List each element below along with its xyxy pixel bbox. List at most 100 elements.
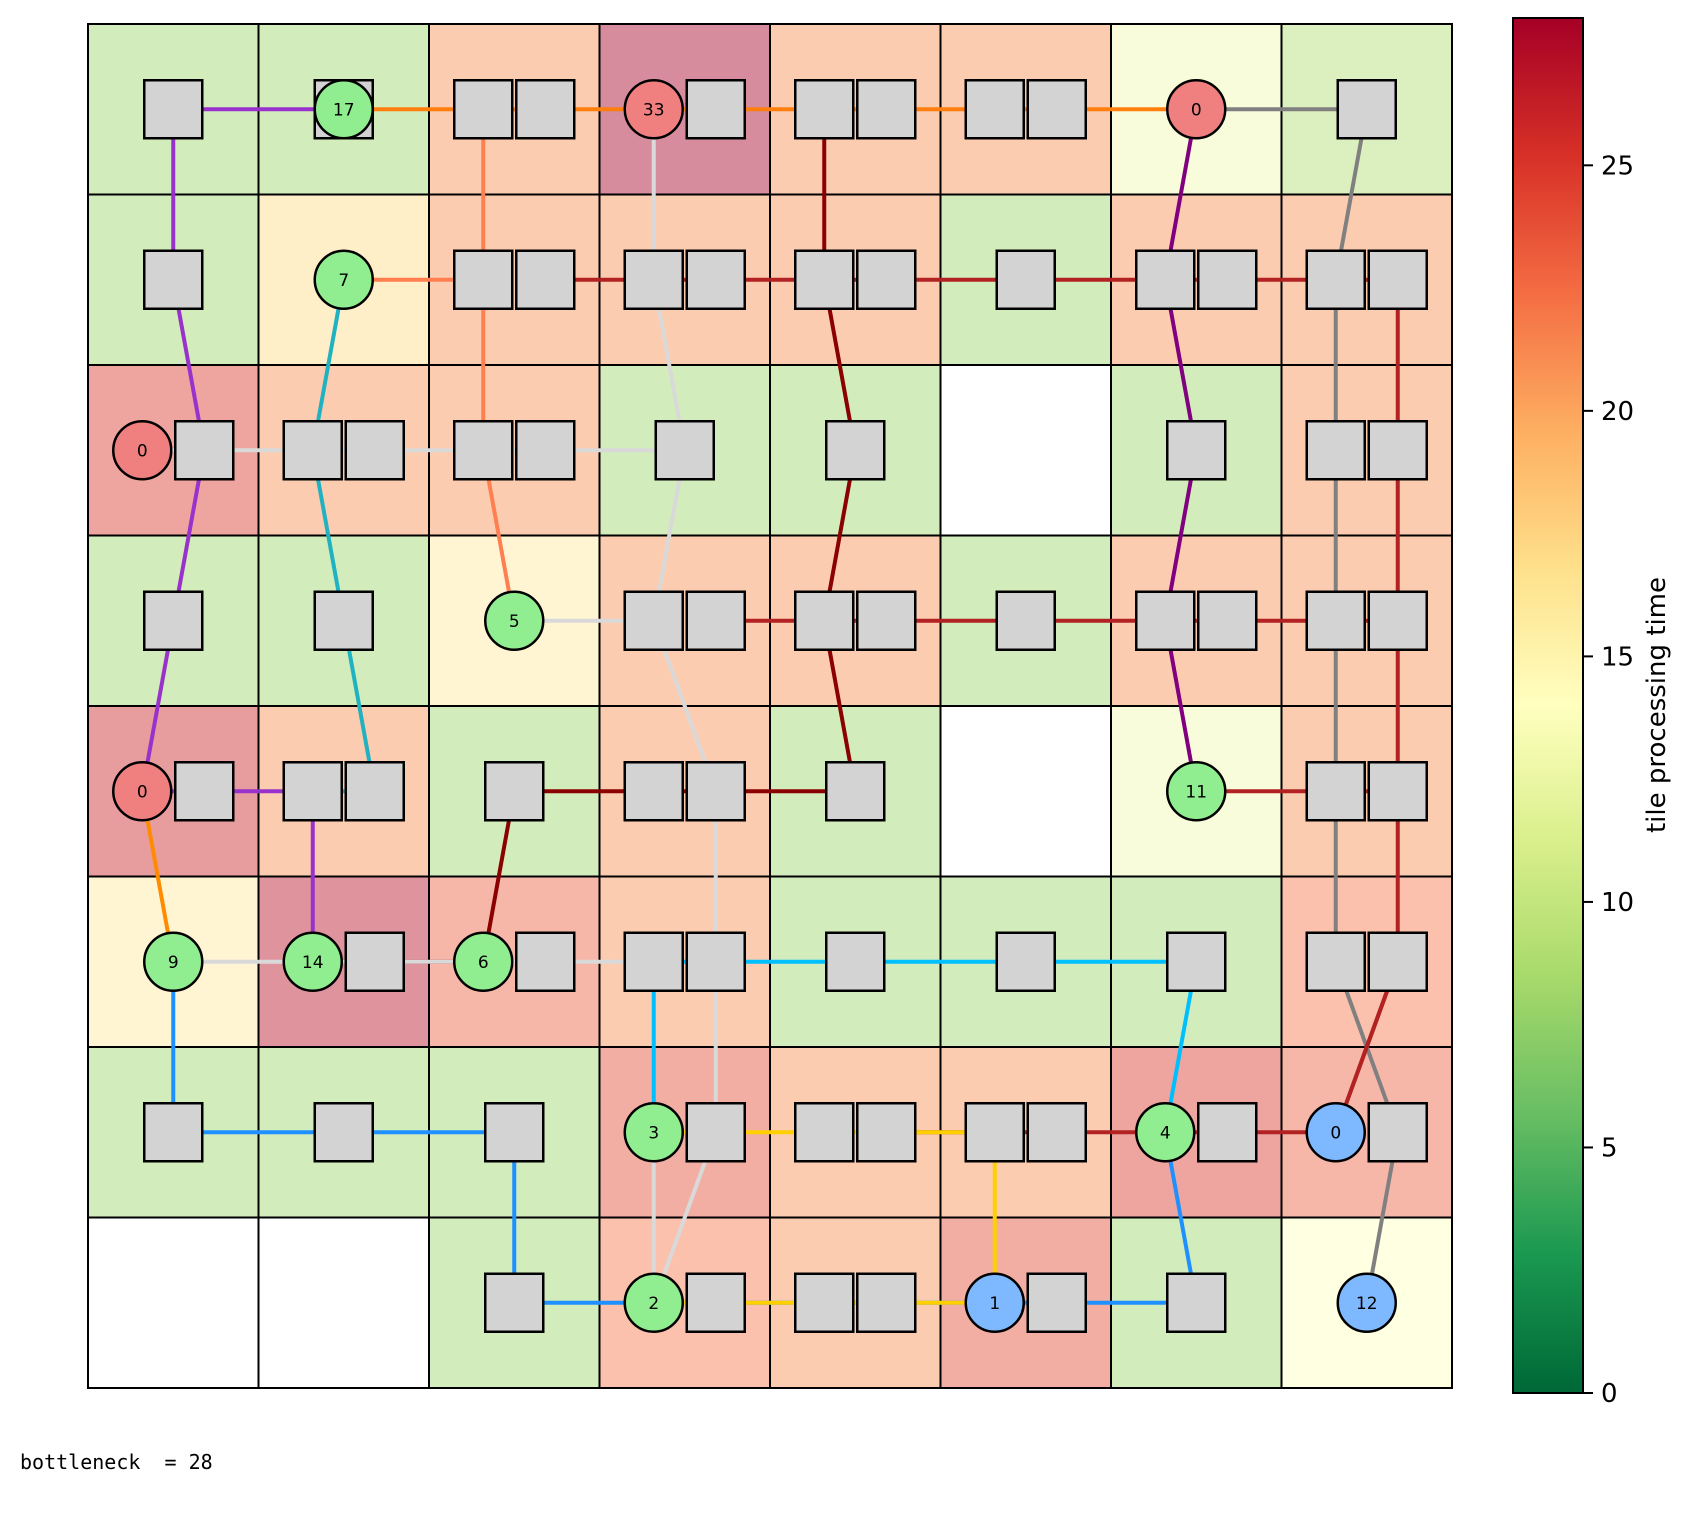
- buffer-box: [143, 79, 204, 140]
- buffer-box: [484, 1102, 545, 1163]
- station-label: 0: [1191, 100, 1202, 120]
- station-label: 0: [137, 782, 148, 802]
- buffer-box: [453, 249, 514, 310]
- buffer-box: [825, 420, 886, 481]
- buffer-box: [1135, 590, 1196, 651]
- buffer-box: [1166, 931, 1227, 992]
- buffer-box: [313, 1102, 374, 1163]
- buffer-box: [856, 1272, 917, 1333]
- buffer-box: [995, 590, 1056, 651]
- buffer-box: [1026, 79, 1087, 140]
- buffer-box: [344, 420, 405, 481]
- station-label: 33: [643, 100, 665, 120]
- station-node: [143, 931, 204, 992]
- colorbar-tick-label: 0: [1601, 1379, 1618, 1409]
- buffer-box: [1197, 590, 1258, 651]
- buffer-box: [685, 249, 746, 310]
- buffer-box: [964, 79, 1025, 140]
- buffer-box: [794, 1102, 855, 1163]
- buffer-box: [685, 931, 746, 992]
- buffer-box: [282, 761, 343, 822]
- station-node: [453, 931, 514, 992]
- colorbar-tick-label: 20: [1601, 397, 1634, 427]
- buffer-box: [995, 931, 1056, 992]
- station-label: 11: [1185, 782, 1207, 802]
- tile: [939, 364, 1112, 537]
- buffer-box: [344, 931, 405, 992]
- buffer-box: [794, 590, 855, 651]
- colorbar-tick-label: 10: [1601, 888, 1634, 918]
- station-label: 17: [333, 100, 355, 120]
- colorbar: 0 5 10 15 20 25 tile processing time: [1512, 17, 1672, 1409]
- tile-grid: [87, 23, 1453, 1389]
- buffer-box: [1367, 249, 1428, 310]
- buffer-box: [794, 79, 855, 140]
- buffer-box: [964, 1102, 1025, 1163]
- buffer-box: [453, 420, 514, 481]
- station-node: [1166, 79, 1227, 140]
- buffer-box: [685, 1102, 746, 1163]
- station-label: 0: [1330, 1123, 1341, 1143]
- buffer-box: [1305, 249, 1366, 310]
- buffer-box: [856, 79, 917, 140]
- buffer-box: [515, 249, 576, 310]
- buffer-layer: [143, 79, 1428, 1333]
- buffer-box: [1367, 1102, 1428, 1163]
- buffer-box: [654, 420, 715, 481]
- buffer-box: [1305, 931, 1366, 992]
- station-node: [282, 931, 343, 992]
- buffer-box: [1166, 420, 1227, 481]
- buffer-box: [143, 1102, 204, 1163]
- buffer-box: [1166, 1272, 1227, 1333]
- buffer-box: [1026, 1272, 1087, 1333]
- colorbar-gradient: [1512, 17, 1584, 1394]
- station-node: [623, 1102, 684, 1163]
- station-node: [1135, 1102, 1196, 1163]
- station-label: 4: [1160, 1123, 1171, 1143]
- buffer-box: [856, 249, 917, 310]
- buffer-box: [515, 931, 576, 992]
- buffer-box: [1336, 79, 1397, 140]
- colorbar-tick-label: 5: [1601, 1133, 1618, 1163]
- buffer-box: [1305, 590, 1366, 651]
- colorbar-tick-label: 15: [1601, 642, 1634, 672]
- station-node: [112, 761, 173, 822]
- buffer-box: [484, 761, 545, 822]
- station-node: [623, 1272, 684, 1333]
- buffer-box: [1367, 931, 1428, 992]
- station-label: 2: [648, 1294, 659, 1314]
- buffer-box: [1197, 249, 1258, 310]
- buffer-box: [313, 590, 374, 651]
- colorbar-label: tile processing time: [1642, 577, 1672, 833]
- buffer-box: [174, 761, 235, 822]
- buffer-box: [794, 1272, 855, 1333]
- station-node: [1166, 761, 1227, 822]
- station-node: [313, 79, 374, 140]
- colorbar-tick-label: 25: [1601, 151, 1634, 181]
- buffer-box: [685, 1272, 746, 1333]
- buffer-box: [623, 761, 684, 822]
- buffer-box: [1367, 761, 1428, 822]
- tile: [257, 1216, 430, 1389]
- station-node: [1305, 1102, 1366, 1163]
- station-label: 7: [338, 271, 349, 291]
- station-node: [1336, 1272, 1397, 1333]
- station-node: [484, 590, 545, 651]
- buffer-box: [1026, 1102, 1087, 1163]
- buffer-box: [515, 79, 576, 140]
- buffer-box: [685, 79, 746, 140]
- buffer-box: [484, 1272, 545, 1333]
- colorbar-ticks: 0 5 10 15 20 25: [1583, 151, 1634, 1409]
- station-label: 6: [478, 953, 489, 973]
- buffer-box: [344, 761, 405, 822]
- buffer-box: [825, 931, 886, 992]
- buffer-box: [1197, 1102, 1258, 1163]
- station-label: 14: [302, 953, 324, 973]
- station-label: 5: [509, 612, 520, 632]
- buffer-box: [995, 249, 1056, 310]
- station-label: 9: [168, 953, 179, 973]
- tile: [1110, 364, 1283, 537]
- station-node: [964, 1272, 1025, 1333]
- tile: [87, 1216, 260, 1389]
